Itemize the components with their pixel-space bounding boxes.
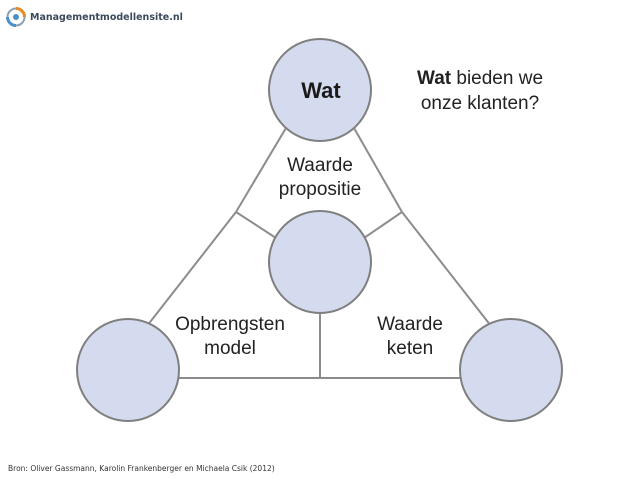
region-value-chain: Waarde keten: [345, 313, 475, 361]
region-revenue-model-line1: Opbrengsten: [175, 314, 285, 335]
region-value-chain-line2: keten: [386, 338, 434, 359]
question-line-2: onze klanten?: [420, 93, 540, 114]
site-logo-icon: [6, 7, 26, 27]
region-value-proposition-line1: Waarde: [287, 155, 353, 176]
question-text: Wat bieden we onze klanten?: [400, 66, 560, 116]
region-value-chain-line1: Waarde: [377, 314, 443, 335]
site-name: Managementmodellensite.nl: [30, 11, 183, 23]
spoke-left: [235, 211, 277, 239]
region-revenue-model: Opbrengsten model: [165, 313, 295, 361]
question-line-1: Wat bieden we: [400, 66, 560, 91]
brand-header: Managementmodellensite.nl: [6, 7, 183, 27]
triangle-top-right-edge: [353, 127, 403, 213]
source-citation: Bron: Oliver Gassmann, Karolin Frankenbe…: [8, 464, 275, 473]
node-center-circle: [268, 210, 372, 314]
question-bold: Wat: [416, 68, 452, 89]
region-value-proposition: Waarde propositie: [255, 154, 385, 202]
triangle-top-left-edge: [235, 127, 287, 213]
top-node-label: Wat: [301, 78, 341, 103]
node-top-circle: [268, 38, 372, 142]
spoke-right: [363, 211, 403, 239]
node-left-circle: [76, 318, 180, 422]
region-value-proposition-line2: propositie: [278, 179, 362, 200]
question-rest: bieden we: [451, 68, 544, 89]
region-revenue-model-line2: model: [204, 338, 256, 359]
node-right-circle: [459, 318, 563, 422]
